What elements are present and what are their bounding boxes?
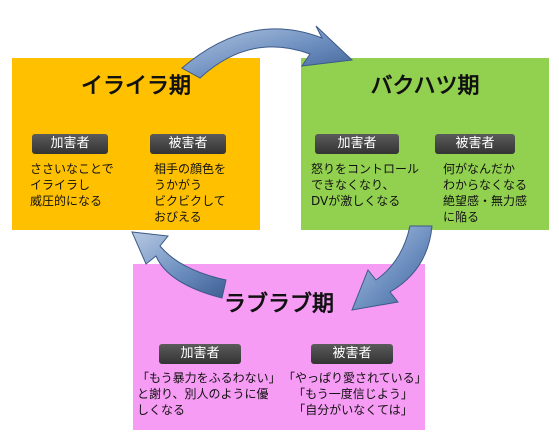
phase-title: ラブラブ期 <box>223 292 334 317</box>
perpetrator-badge: 加害者 <box>159 344 241 364</box>
victim-description: 「やっぱり愛されている」 「もう一度信じよう」 「自分がいなくては」 <box>283 370 427 418</box>
description-line: と謝り、別人のように優 <box>137 387 269 401</box>
description-line: 相手の顔色を <box>154 162 227 176</box>
description-line: 絶望感・無力感 <box>443 194 528 208</box>
description-line: イライラし <box>30 178 91 192</box>
description-line: 威圧的になる <box>30 194 103 208</box>
description-line: しくなる <box>137 403 186 417</box>
arrow-raburabuki-to-irairaki <box>131 231 227 299</box>
description-line: ビクビクして <box>154 194 226 208</box>
arrow-bakuhatsuki-to-raburabuki <box>351 225 433 311</box>
description-line: 「もう一度信じよう」 <box>293 387 413 401</box>
victim-description: 相手の顔色を うかがう ビクビクして おびえる <box>154 161 226 225</box>
description-line: わからなくなる <box>443 178 528 192</box>
description-line: 「やっぱり愛されている」 <box>283 371 427 385</box>
description-line: おびえる <box>154 210 202 224</box>
description-line: うかがう <box>154 178 203 192</box>
arrow-irairaki-to-bakuhatsuki <box>181 25 354 79</box>
victim-badge: 被害者 <box>311 344 393 364</box>
description-line: 「もう暴力をふるわない」 <box>137 371 281 385</box>
description-line: に陥る <box>443 210 480 224</box>
phase-irairaki: イライラ期 加害者 被害者 ささいなことで イライラし 威圧的になる 相手の顔色… <box>12 58 260 230</box>
perpetrator-description: ささいなことで イライラし 威圧的になる <box>30 161 114 209</box>
perpetrator-badge: 加害者 <box>32 134 108 154</box>
victim-badge: 被害者 <box>150 134 226 154</box>
description-line: 「自分がいなくては」 <box>293 403 413 417</box>
victim-description: 何がなんだか わからなくなる 絶望感・無力感 に陥る <box>443 161 527 225</box>
phase-bakuhatsuki: バクハツ期 加害者 被害者 怒りをコントロール できなくなり、 DVが激しくなる… <box>301 58 549 230</box>
phase-title: イライラ期 <box>80 74 191 99</box>
perpetrator-description: 怒りをコントロール できなくなり、 DVが激しくなる <box>311 161 419 209</box>
description-line: DVが激しくなる <box>311 194 401 208</box>
description-line: できなくなり、 <box>311 178 395 192</box>
description-line: 怒りをコントロール <box>311 162 420 176</box>
victim-badge: 被害者 <box>435 134 515 154</box>
description-line: 何がなんだか <box>443 162 516 176</box>
description-line: ささいなことで <box>30 162 114 176</box>
perpetrator-description: 「もう暴力をふるわない」 と謝り、別人のように優 しくなる <box>137 370 281 418</box>
perpetrator-badge: 加害者 <box>315 134 399 154</box>
phase-title: バクハツ期 <box>370 74 480 99</box>
